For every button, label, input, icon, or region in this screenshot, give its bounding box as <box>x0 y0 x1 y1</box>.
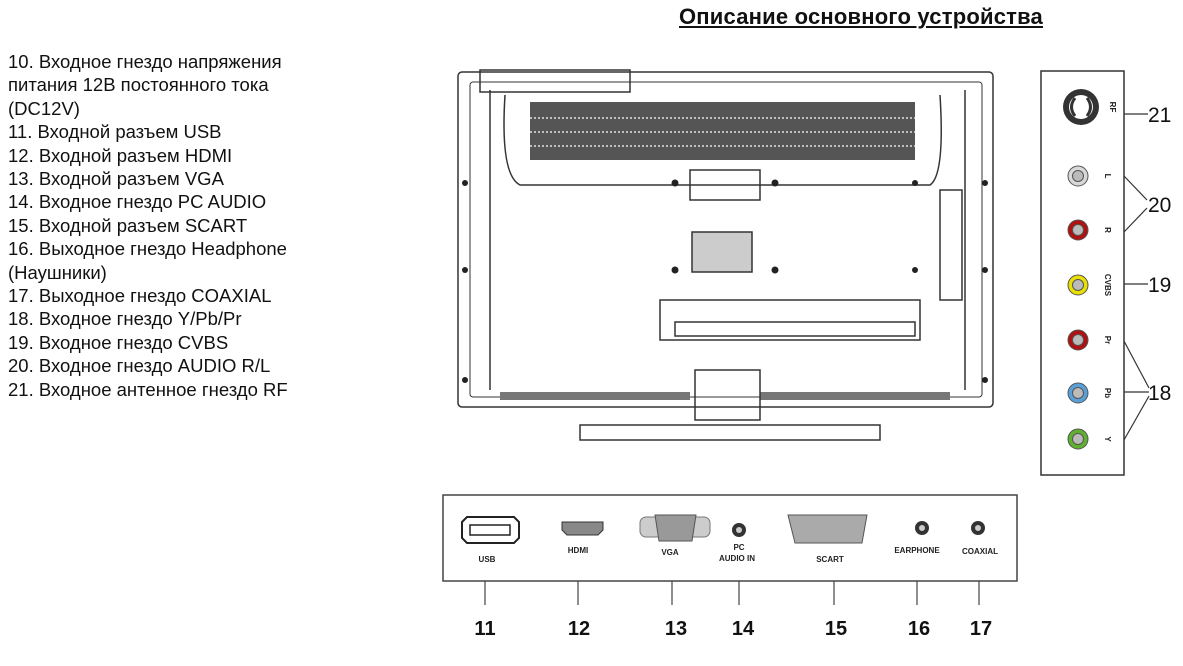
pc-audio-jack <box>732 523 746 537</box>
y-label: Y <box>1103 436 1112 442</box>
vga-label: VGA <box>661 548 679 557</box>
page-title: Описание основного устройства <box>679 4 1043 29</box>
callout-21: 21 <box>1148 104 1171 127</box>
leader-lines <box>1123 113 1150 441</box>
pc-label: PC <box>733 543 744 552</box>
legend-item: 17. Выходное гнездо COAXIAL <box>8 285 272 307</box>
pb-label: Pb <box>1103 388 1112 398</box>
connector-legend: 10. Входное гнездо напряжения питания 12… <box>8 50 288 401</box>
callout-13: 13 <box>665 618 687 640</box>
callout-11: 11 <box>474 618 495 640</box>
earphone-jack <box>915 521 929 535</box>
rf-label: RF <box>1108 102 1117 113</box>
vga-port <box>639 514 711 542</box>
callout-19: 19 <box>1148 274 1171 297</box>
pr-label: Pr <box>1103 336 1112 344</box>
legend-item: 13. Входной разъем VGA <box>8 168 224 190</box>
r-label: R <box>1103 227 1112 233</box>
coaxial-label: COAXIAL <box>962 547 998 556</box>
legend-item: 18. Входное гнездо Y/Pb/Pr <box>8 308 242 330</box>
earphone-label: EARPHONE <box>894 546 940 555</box>
callout-18: 18 <box>1148 382 1171 405</box>
legend-item: 14. Входное гнездо PC AUDIO <box>8 191 267 213</box>
legend-item: 11. Входной разъем USB <box>8 121 222 143</box>
side-connector-panel: RF L R CVBS Pr Pb Y 21 20 19 18 <box>1040 70 1171 476</box>
legend-item: (DC12V) <box>8 97 80 119</box>
callout-17: 17 <box>970 618 992 640</box>
callout-12: 12 <box>568 618 590 640</box>
cvbs-jack <box>1067 274 1089 296</box>
callout-20: 20 <box>1148 194 1171 217</box>
callout-16: 16 <box>908 618 930 640</box>
audio-in-label: AUDIO IN <box>719 554 755 563</box>
legend-item: 12. Входной разъем HDMI <box>8 144 233 166</box>
coaxial-jack <box>971 521 985 535</box>
hdmi-label: HDMI <box>568 546 588 555</box>
legend-item: 10. Входное гнездо напряжения <box>8 51 282 72</box>
legend-item: (Наушники) <box>8 261 107 283</box>
callout-15: 15 <box>825 618 847 640</box>
legend-item: 16. Выходное гнездо Headphone <box>8 238 287 260</box>
rf-antenna-jack <box>1063 89 1099 125</box>
pb-jack <box>1067 382 1089 404</box>
usb-port <box>461 516 520 544</box>
tv-rear-illustration <box>457 69 994 441</box>
legend-item: питания 12В постоянного тока <box>8 74 269 96</box>
l-label: L <box>1103 174 1112 179</box>
legend-item: 21. Входное антенное гнездо RF <box>8 378 288 400</box>
usb-label: USB <box>479 555 496 564</box>
bottom-connector-panel: USB HDMI VGA PC AUDIO IN SCART EARPHONE … <box>442 494 1018 640</box>
y-jack <box>1067 428 1089 450</box>
hdmi-port <box>561 521 604 536</box>
legend-item: 15. Входной разъем SCART <box>8 214 248 236</box>
l-jack <box>1067 165 1089 187</box>
pr-jack <box>1067 329 1089 351</box>
r-jack <box>1067 219 1089 241</box>
cvbs-label: CVBS <box>1103 274 1112 297</box>
legend-item: 20. Входное гнездо AUDIO R/L <box>8 355 271 377</box>
scart-port <box>787 514 868 544</box>
callout-14: 14 <box>732 618 755 640</box>
legend-item: 19. Входное гнездо CVBS <box>8 331 229 353</box>
scart-label: SCART <box>816 555 844 564</box>
